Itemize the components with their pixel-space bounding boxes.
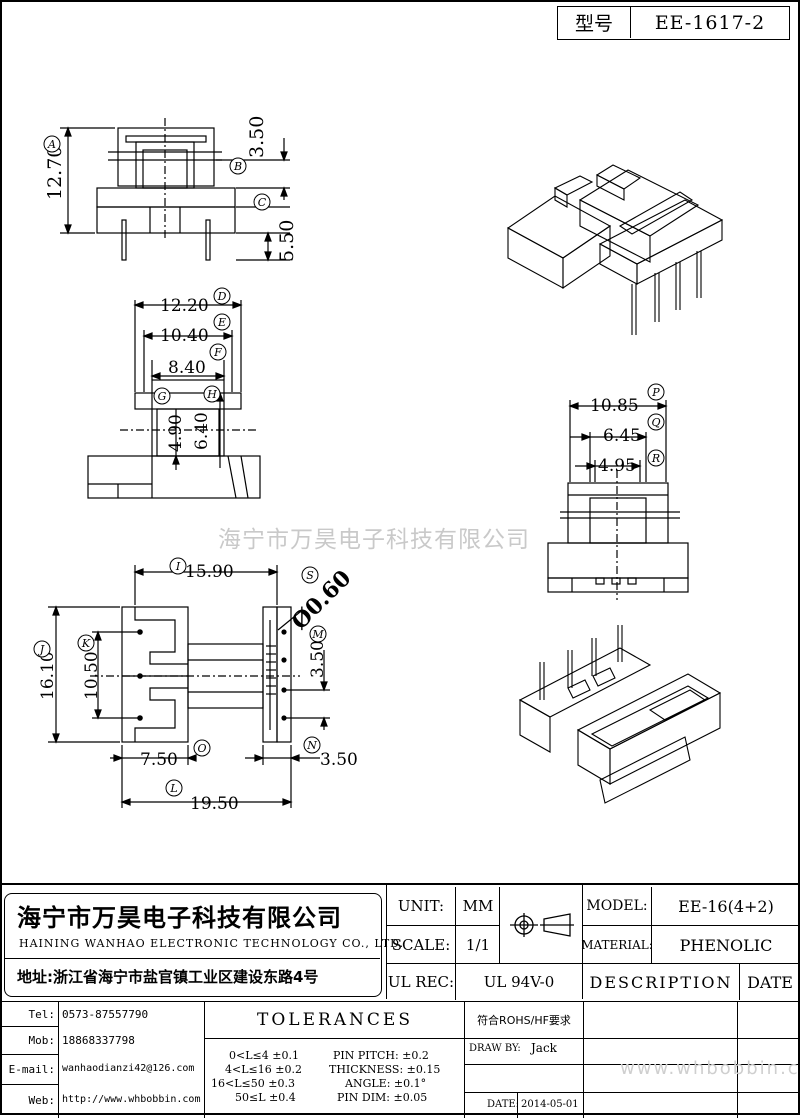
model-value: EE-16(4+2) [651, 887, 800, 925]
tolerance-other-2: THICKNESS: ±0.15 [329, 1063, 441, 1076]
company-name-cn: 海宁市万昊电子科技有限公司 [17, 904, 342, 932]
tolerances-title: TOLERANCES [257, 1010, 413, 1030]
model-code-value: EE-1617-2 [654, 11, 766, 34]
date-field-label: DATE: [487, 1099, 520, 1110]
marker-m: M [311, 628, 324, 641]
tolerance-other-1: PIN PITCH: ±0.2 [333, 1049, 429, 1062]
dim-r: 4.95 [598, 456, 636, 476]
tolerances-box: TOLERANCES 0<L≤4 ±0.1 4<L≤16 ±0.2 16<L≤5… [204, 1002, 465, 1118]
ulrec-value: UL 94V-0 [455, 963, 582, 1000]
marker-l: L [169, 782, 177, 795]
scale-value: 1/1 [455, 925, 500, 964]
draw-by-value: Jack [531, 1041, 557, 1055]
dim-n: 3.50 [320, 750, 358, 770]
unit-scale-grid: UNIT: MM SCALE: 1/1 UL REC: UL 94V-0 [386, 885, 583, 1000]
tolerance-range-2: 4<L≤16 ±0.2 [225, 1063, 302, 1076]
scale-label: SCALE: [387, 925, 455, 964]
approval-box: 符合ROHS/HF要求 DRAW BY: Jack DATE: 2014-05-… [464, 1002, 799, 1118]
contact-email-value: wanhaodianzi42@126.com [62, 1063, 195, 1074]
ulrec-label: UL REC: [387, 963, 455, 1000]
approval-grid-h2 [465, 1064, 799, 1065]
marker-p: P [651, 386, 660, 399]
date-label: DATE [739, 963, 800, 1000]
contact-email-label: E-mail: [0, 1054, 58, 1084]
marker-b: B [233, 160, 242, 173]
side-view [87, 300, 261, 499]
tolerance-other-4: PIN DIM: ±0.05 [337, 1091, 428, 1104]
dim-f: 8.40 [168, 358, 206, 378]
unit-label: UNIT: [397, 897, 445, 915]
approval-grid-v2 [737, 1002, 738, 1118]
tolerance-range-1: 0<L≤4 ±0.1 [229, 1049, 299, 1062]
tolerance-range-4: 50≤L ±0.4 [235, 1091, 296, 1104]
isometric-view-bottom [518, 625, 722, 804]
contact-mob-value: 18868337798 [62, 1034, 135, 1047]
contact-table: Tel: 0573-87557790 Mob: 18868337798 E-ma… [0, 1002, 204, 1118]
marker-d: D [217, 290, 227, 303]
watermark: 海宁市万昊电子科技有限公司 [218, 527, 530, 553]
approval-grid-v1 [583, 1002, 584, 1118]
dim-q: 6.45 [603, 426, 641, 446]
model-code-box: 型号 EE-1617-2 [557, 6, 790, 40]
contact-divider [58, 1002, 59, 1118]
marker-o: O [197, 742, 206, 755]
approval-grid-h3 [465, 1092, 799, 1093]
isometric-view-top [506, 164, 724, 335]
footer-watermark: www.whbobbin.com [620, 1058, 800, 1079]
date-field-divider [517, 1092, 518, 1118]
compliance-note: 符合ROHS/HF要求 [477, 1014, 571, 1027]
draw-by-label: DRAW BY: [469, 1043, 521, 1054]
contact-web-label: Web: [0, 1084, 58, 1116]
dim-i: 15.90 [185, 562, 234, 582]
marker-g: G [158, 390, 167, 403]
end-view [547, 400, 689, 600]
marker-k: K [81, 637, 91, 650]
model-code-label: 型号 [558, 7, 631, 38]
marker-f: F [213, 346, 222, 359]
dim-o: 7.50 [140, 750, 178, 770]
model-material-grid: MODEL: EE-16(4+2) MATERIAL: PHENOLIC DES… [581, 885, 800, 1000]
marker-q: Q [651, 416, 660, 429]
contact-web-value: http://www.whbobbin.com [62, 1094, 201, 1105]
bottom-rows: Tel: 0573-87557790 Mob: 18868337798 E-ma… [0, 1001, 800, 1118]
contact-mob-label: Mob: [0, 1026, 58, 1054]
dim-l: 19.50 [190, 794, 239, 814]
dim-e: 10.40 [160, 326, 209, 346]
marker-r: R [651, 452, 660, 465]
model-label: MODEL: [586, 898, 648, 914]
front-view [60, 118, 290, 262]
material-label: MATERIAL: [581, 925, 653, 964]
dim-p: 10.85 [590, 396, 639, 416]
marker-a: A [47, 138, 56, 151]
tolerance-other-3: ANGLE: ±0.1° [345, 1077, 427, 1090]
marker-i: I [175, 560, 181, 573]
company-box: 海宁市万昊电子科技有限公司 HAINING WANHAO ELECTRONIC … [4, 893, 403, 997]
contact-tel-label: Tel: [28, 1007, 56, 1021]
company-name-en: HAINING WANHAO ELECTRONIC TECHNOLOGY CO.… [19, 937, 405, 950]
marker-h: H [206, 388, 217, 401]
technical-drawing [48, 118, 724, 808]
reference-markers: A B C D E F G H P Q R I S J K M O N L [33, 135, 665, 797]
unit-value: MM [455, 887, 500, 925]
marker-e: E [217, 316, 226, 329]
tolerance-range-3: 16<L≤50 ±0.3 [211, 1077, 295, 1090]
projection-symbol-icon [510, 913, 574, 937]
dim-d: 12.20 [160, 296, 209, 316]
material-value: PHENOLIC [651, 925, 800, 964]
bottom-view [48, 565, 330, 808]
description-label: DESCRIPTION [583, 963, 739, 1000]
title-block: 海宁市万昊电子科技有限公司 HAINING WANHAO ELECTRONIC … [0, 883, 800, 1118]
company-address: 地址:浙江省海宁市盐官镇工业区建设东路4号 [17, 968, 319, 986]
approval-grid-h1 [465, 1038, 799, 1039]
marker-j: J [38, 643, 45, 656]
contact-tel-value: 0573-87557790 [62, 1008, 149, 1021]
marker-s: S [306, 569, 314, 582]
marker-c: C [258, 196, 267, 209]
projection-symbol-cell [499, 887, 582, 963]
tolerances-divider [205, 1038, 465, 1039]
company-divider [5, 958, 380, 959]
date-field-value: 2014-05-01 [521, 1099, 579, 1110]
marker-n: N [306, 739, 317, 752]
